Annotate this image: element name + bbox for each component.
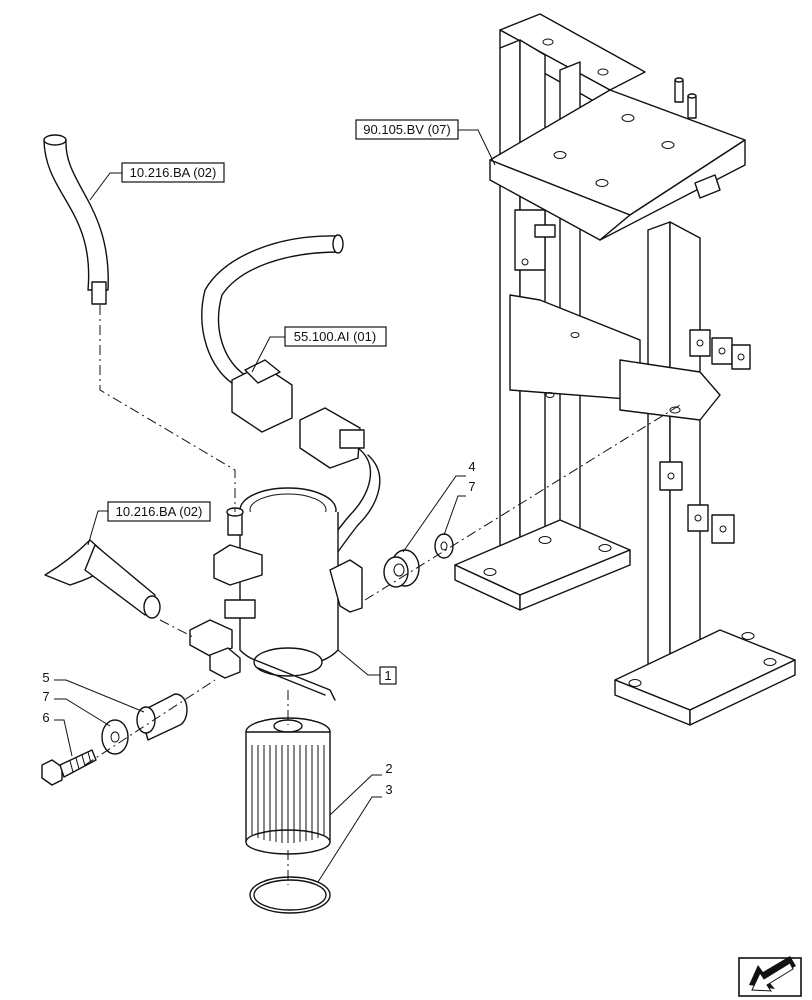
assembly-center-lines [84, 305, 681, 885]
callout-3[interactable]: 3 [317, 782, 393, 883]
filter-element [245, 717, 331, 855]
washer-left [101, 719, 129, 755]
svg-text:90.105.BV (07): 90.105.BV (07) [363, 122, 450, 137]
washer-right [434, 533, 454, 559]
svg-text:5: 5 [42, 670, 49, 685]
reference-label-hose-left[interactable]: 10.216.BA (02) [87, 501, 211, 546]
reference-label-frame[interactable]: 90.105.BV (07) [355, 119, 496, 166]
fuel-hose-top [43, 134, 109, 305]
svg-text:7: 7 [42, 689, 49, 704]
callout-4[interactable]: 4 [402, 459, 476, 553]
svg-text:7: 7 [468, 479, 475, 494]
filter-pleats [251, 745, 325, 843]
svg-text:6: 6 [42, 710, 49, 725]
bolt [41, 749, 97, 786]
o-ring [249, 876, 331, 914]
frame-assembly [454, 13, 796, 726]
fuel-filter-assembly [189, 487, 363, 701]
svg-text:2: 2 [385, 761, 392, 776]
callout-2[interactable]: 2 [329, 761, 393, 816]
callout-5[interactable]: 5 [42, 670, 145, 713]
svg-text:4: 4 [468, 459, 475, 474]
callout-7-right[interactable]: 7 [443, 479, 476, 536]
svg-text:10.216.BA (02): 10.216.BA (02) [130, 165, 217, 180]
callout-1[interactable]: 1 [337, 649, 397, 685]
svg-text:55.100.AI (01): 55.100.AI (01) [294, 329, 376, 344]
svg-text:1: 1 [384, 668, 391, 683]
callout-6[interactable]: 6 [42, 710, 73, 757]
fuel-hose-left [44, 539, 161, 619]
grommet [383, 549, 420, 588]
reference-label-connector[interactable]: 55.100.AI (01) [251, 326, 387, 373]
arrow-icon[interactable] [738, 956, 802, 997]
svg-text:10.216.BA (02): 10.216.BA (02) [116, 504, 203, 519]
spacer [136, 693, 188, 741]
svg-text:3: 3 [385, 782, 392, 797]
electrical-harness [201, 234, 381, 651]
callout-7-left[interactable]: 7 [42, 689, 111, 727]
reference-label-hose-top[interactable]: 10.216.BA (02) [89, 162, 225, 201]
